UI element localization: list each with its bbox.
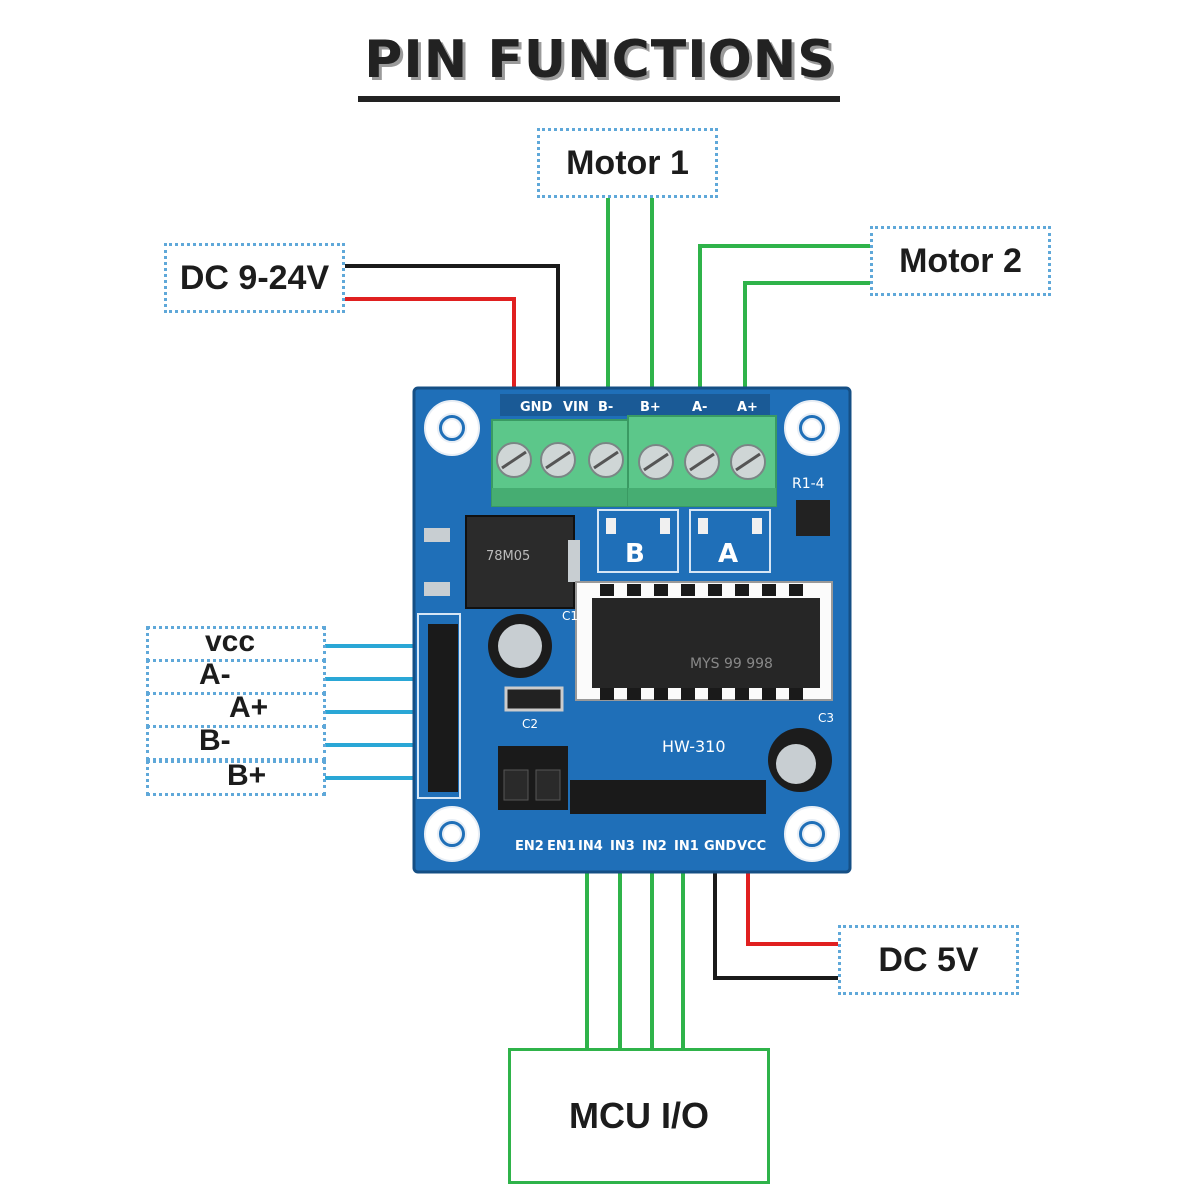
resistor-label: R1-4 bbox=[792, 476, 825, 492]
terminal-label-vin: VIN bbox=[563, 400, 589, 415]
callout-motor2: Motor 2 bbox=[870, 226, 1051, 296]
ic-pins bbox=[600, 584, 803, 700]
side-pin-vcc: vcc bbox=[146, 625, 326, 662]
led-label-b: B bbox=[625, 539, 645, 569]
ic-pin bbox=[708, 688, 722, 700]
page-title: PIN FUNCTIONS bbox=[364, 30, 836, 90]
ic-pin bbox=[735, 584, 749, 596]
ic-pin bbox=[600, 584, 614, 596]
terminal-block-right bbox=[627, 415, 777, 507]
terminal-label-b-minus: B- bbox=[598, 400, 613, 415]
header-label-in2: IN2 bbox=[642, 839, 667, 854]
ic-pin bbox=[762, 688, 776, 700]
svg-text:C2: C2 bbox=[522, 717, 538, 731]
led-b2 bbox=[660, 518, 670, 534]
terminal-label-b-plus: B+ bbox=[640, 400, 661, 415]
side-pin-b-plus: B+ bbox=[146, 759, 326, 796]
callout-motor1: Motor 1 bbox=[537, 128, 718, 198]
mcu-io-box: MCU I/O bbox=[508, 1048, 770, 1184]
voltage-regulator: 78M05 bbox=[424, 515, 580, 609]
led-b1 bbox=[606, 518, 616, 534]
chip-text: MYS 99 998 bbox=[690, 656, 773, 672]
terminal-label-a-plus: A+ bbox=[737, 400, 758, 415]
side-pin-b-minus: B- bbox=[146, 724, 326, 761]
svg-text:C1: C1 bbox=[562, 609, 578, 623]
capacitor-c1: C1 bbox=[488, 609, 578, 678]
side-pin-a-minus: A- bbox=[146, 658, 326, 695]
ic-pin bbox=[627, 688, 641, 700]
ic-chip: MYS 99 998 bbox=[575, 581, 833, 701]
callout-dc-9-24v: DC 9-24V bbox=[164, 243, 345, 313]
board-model: HW-310 bbox=[662, 737, 726, 756]
ic-pin bbox=[681, 584, 695, 596]
side-header-outline bbox=[417, 613, 461, 799]
ic-pin bbox=[789, 688, 803, 700]
ic-pin bbox=[762, 584, 776, 596]
wire-5v-gnd bbox=[713, 860, 838, 980]
header-label-in4: IN4 bbox=[578, 839, 603, 854]
ic-pin bbox=[681, 688, 695, 700]
ic-pin bbox=[708, 584, 722, 596]
capacitor-c2: C2 bbox=[504, 686, 564, 731]
ic-pin bbox=[654, 584, 668, 596]
side-pin-a-plus: A+ bbox=[146, 691, 326, 728]
header-labels: EN2 EN1 IN4 IN3 IN2 IN1 GND VCC bbox=[515, 839, 766, 854]
ic-pin bbox=[654, 688, 668, 700]
led-a2 bbox=[752, 518, 762, 534]
mounting-holes bbox=[424, 400, 840, 862]
header-label-in1: IN1 bbox=[674, 839, 699, 854]
header-label-vcc: VCC bbox=[737, 839, 766, 854]
wire-motor2-a-minus bbox=[698, 244, 873, 448]
resistor-array bbox=[796, 500, 830, 536]
pcb-board: GND VIN B- B+ A- A+ 78M05 bbox=[412, 386, 852, 874]
led-label-a: A bbox=[718, 539, 738, 569]
ic-pin bbox=[600, 688, 614, 700]
ic-pin bbox=[789, 584, 803, 596]
terminal-label-a-minus: A- bbox=[692, 400, 707, 415]
led-area-a bbox=[689, 509, 771, 573]
regulator-text: 78M05 bbox=[486, 549, 530, 564]
terminal-label-gnd: GND bbox=[520, 400, 553, 415]
callout-dc-5v: DC 5V bbox=[838, 925, 1019, 995]
capacitor-c3: C3 bbox=[768, 711, 834, 792]
header-label-en1: EN1 bbox=[547, 839, 576, 854]
header-label-gnd: GND bbox=[704, 839, 737, 854]
led-area-b bbox=[597, 509, 679, 573]
terminal-block-left bbox=[491, 419, 629, 507]
bottom-header bbox=[570, 780, 766, 814]
header-label-en2: EN2 bbox=[515, 839, 544, 854]
ic-pin bbox=[735, 688, 749, 700]
ic-pin bbox=[627, 584, 641, 596]
side-header bbox=[428, 624, 458, 792]
title-underline bbox=[358, 96, 840, 102]
header-label-in3: IN3 bbox=[610, 839, 635, 854]
led-a1 bbox=[698, 518, 708, 534]
svg-text:C3: C3 bbox=[818, 711, 834, 725]
wire-5v-vcc bbox=[746, 860, 838, 946]
